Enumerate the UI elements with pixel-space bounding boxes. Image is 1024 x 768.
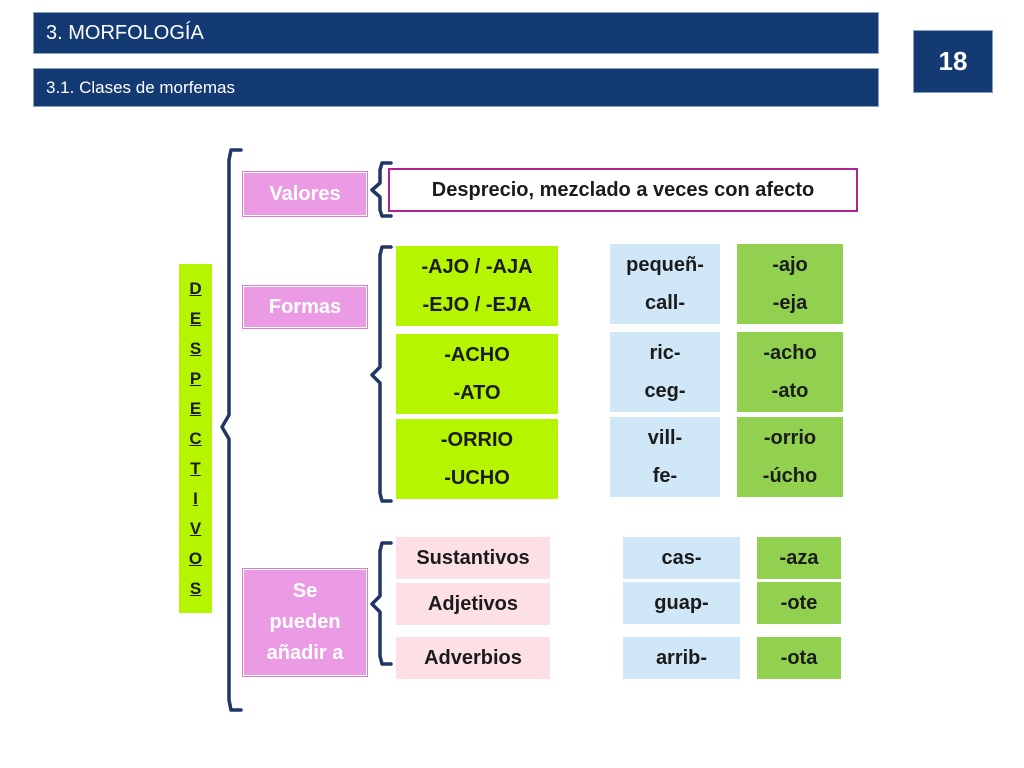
despectivos-vertical-label: D E S P E C T I V O S — [179, 264, 212, 613]
valores-description: Desprecio, mezclado a veces con afecto — [388, 168, 858, 212]
category-formas: Formas — [243, 286, 367, 328]
word-class-box: Adjetivos — [396, 583, 550, 625]
section-title-bar: 3. MORFOLOGÍA — [33, 12, 879, 54]
section-title: 3. MORFOLOGÍA — [46, 21, 204, 44]
word-class-box: Adverbios — [396, 637, 550, 679]
root-box: pequeñ- call- — [610, 244, 720, 324]
slide-number: 18 — [938, 46, 968, 76]
subsection-title-bar: 3.1. Clases de morfemas — [33, 68, 879, 107]
root-box: cas- — [623, 537, 740, 579]
slide-number-box: 18 — [913, 30, 993, 93]
root-box: ric- ceg- — [610, 332, 720, 412]
subsection-title: 3.1. Clases de morfemas — [46, 77, 235, 97]
ending-box: -ote — [757, 582, 841, 624]
suffix-box: -ACHO -ATO — [396, 334, 558, 414]
root-box: arrib- — [623, 637, 740, 679]
ending-box: -orrio -úcho — [737, 417, 843, 497]
ending-box: -aza — [757, 537, 841, 579]
ending-box: -ajo -eja — [737, 244, 843, 324]
word-class-box: Sustantivos — [396, 537, 550, 579]
category-valores: Valores — [243, 172, 367, 216]
suffix-box: -ORRIO -UCHO — [396, 419, 558, 499]
suffix-box: -AJO / -AJA -EJO / -EJA — [396, 246, 558, 326]
ending-box: -ota — [757, 637, 841, 679]
category-se-pueden-anadir: Se pueden añadir a — [243, 569, 367, 676]
root-box: guap- — [623, 582, 740, 624]
ending-box: -acho -ato — [737, 332, 843, 412]
root-box: vill- fe- — [610, 417, 720, 497]
